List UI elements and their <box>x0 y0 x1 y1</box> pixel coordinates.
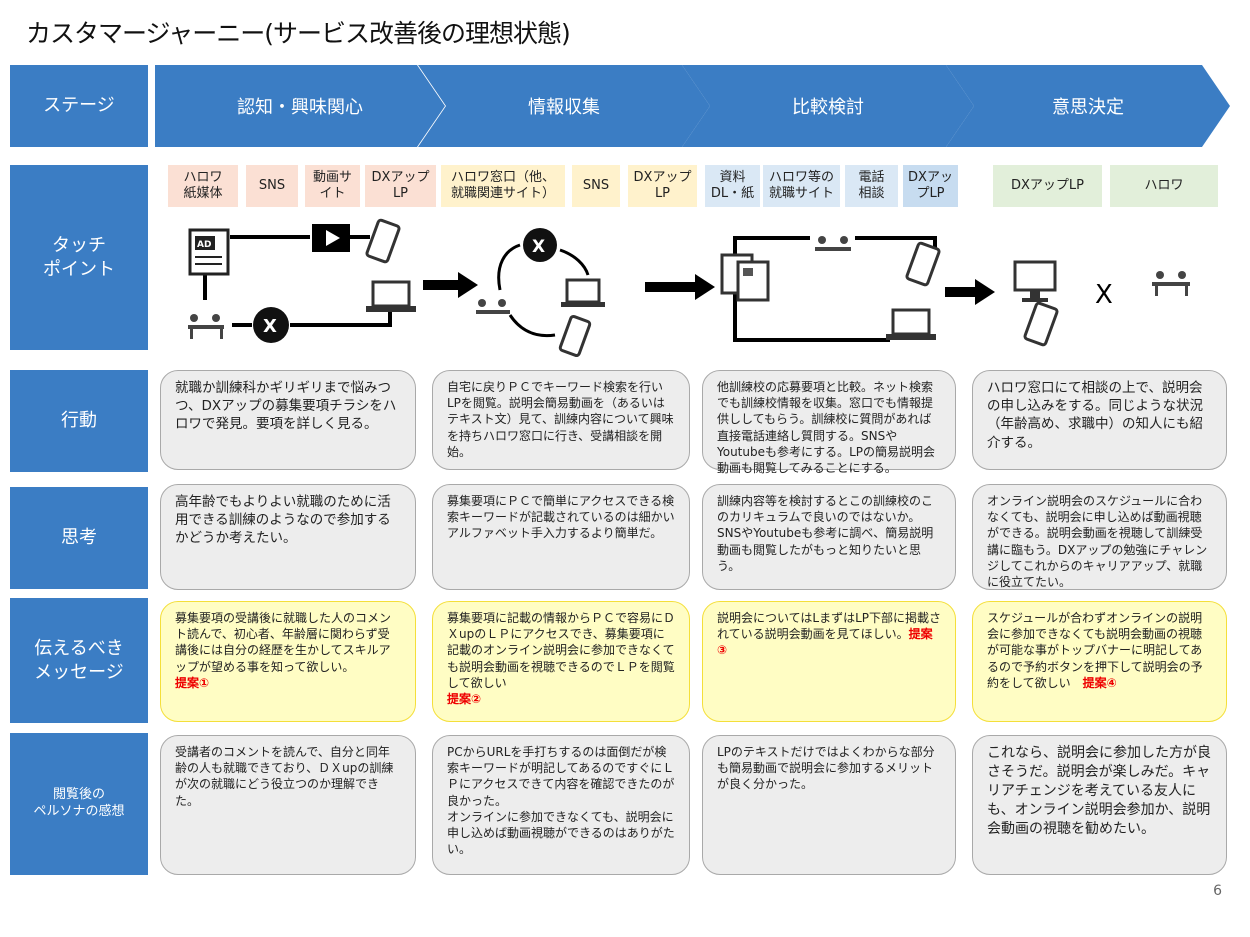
proposal-tag: 提案① <box>175 675 210 690</box>
svg-text:X: X <box>532 237 545 257</box>
row-label-thought: 思考 <box>10 487 148 589</box>
ad-flyer-icon: AD <box>188 228 230 276</box>
touchpoint-tag: ハロワ <box>1110 165 1218 207</box>
touchpoint-tag: DXアップ LP <box>365 165 436 207</box>
thought-card: オンライン説明会のスケジュールに合わなくても、説明会に申し込めば動画視聴ができる… <box>972 484 1227 590</box>
message-card: 説明会についてはLまずはLP下部に掲載されている説明会動画を見てほしい。提案③ <box>702 601 956 722</box>
action-card: 他訓練校の応募要項と比較。ネット検索でも訓練校情報を収集。窓口でも情報提供しして… <box>702 370 956 475</box>
proposal-tag: 提案④ <box>1082 675 1117 690</box>
row-label-action: 行動 <box>10 370 148 472</box>
message-text: スケジュールが合わずオンラインの説明会に参加できなくても説明会動画の視聴が可能な… <box>987 611 1203 690</box>
consultation-icon <box>188 314 224 339</box>
smartphone-icon <box>1023 301 1059 347</box>
action-card: 就職か訓練科かギリギリまで悩みつつ、DXアップの募集要項チラシをハロワで発見。要… <box>160 370 416 470</box>
touchpoint-tag: ハロワ 紙媒体 <box>168 165 238 207</box>
consultation-icon <box>815 236 851 251</box>
laptop-icon <box>886 308 936 340</box>
action-card: ハロワ窓口にて相談の上で、説明会の申し込みをする。同じような状況（年齢高め、求職… <box>972 370 1227 470</box>
touchpoint-tag: 資料 DL・紙 <box>705 165 760 207</box>
stage-label: 意思決定 <box>1052 97 1124 118</box>
touchpoint-tag: SNS <box>246 165 298 207</box>
row-label-message: 伝えるべき メッセージ <box>10 598 148 723</box>
proposal-tag: 提案② <box>447 691 482 706</box>
message-card: スケジュールが合わずオンラインの説明会に参加できなくても説明会動画の視聴が可能な… <box>972 601 1227 722</box>
touchpoint-tag: 動画サ イト <box>305 165 360 207</box>
consultation-icon <box>1152 271 1190 296</box>
touchpoint-tag: DXアップLP <box>993 165 1102 207</box>
laptop-icon <box>561 278 605 307</box>
row-label-impression: 閲覧後の ペルソナの感想 <box>10 733 148 875</box>
message-text: 説明会についてはLまずはLP下部に掲載されている説明会動画を見てほしい。 <box>717 611 942 642</box>
impression-card: PCからURLを手打ちするのは面倒だが検索キーワードが明記してあるのですぐにＬＰ… <box>432 735 690 875</box>
times-icon: X <box>1095 280 1113 310</box>
laptop-icon <box>366 280 416 312</box>
impression-card: これなら、説明会に参加した方が良さそうだ。説明会が楽しみだ。キャリアチェンジを考… <box>972 735 1227 875</box>
video-play-icon <box>312 224 350 252</box>
stage-decision: 意思決定 <box>946 65 1230 147</box>
smartphone-icon <box>558 315 592 357</box>
stage-awareness: 認知・興味関心 <box>155 65 445 147</box>
x-logo-icon: X <box>523 228 557 262</box>
stage-label: 情報収集 <box>528 97 600 118</box>
stage-comparison: 比較検討 <box>682 65 974 147</box>
message-text: 募集要項に記載の情報からＰＣで容易にＤＸupのＬＰにアクセスでき、募集要項に記載… <box>447 611 676 690</box>
svg-text:X: X <box>263 316 277 337</box>
touchpoint-tag: SNS <box>572 165 620 207</box>
desktop-monitor-icon <box>1013 260 1057 302</box>
consultation-icon <box>476 299 510 314</box>
row-label-touchpoint: タッチ ポイント <box>10 165 148 350</box>
touchpoint-tag: ハロワ等の 就職サイト <box>763 165 840 207</box>
message-card: 募集要項の受講後に就職した人のコメント読んで、初心者、年齢層に関わらず受講後には… <box>160 601 416 722</box>
stage-label: 比較検討 <box>792 97 864 118</box>
touchpoint-tag: DXアッ プLP <box>903 165 958 207</box>
row-label-stage: ステージ <box>10 65 148 147</box>
svg-text:AD: AD <box>197 240 211 250</box>
thought-card: 訓練内容等を検討するとこの訓練校のこのカリキュラムで良いのではないか。SNSやY… <box>702 484 956 590</box>
page-number: 6 <box>1213 883 1222 899</box>
proposal-tag: 提案③ <box>717 627 933 658</box>
impression-card: 受講者のコメントを読んで、自分と同年齢の人も就職できており、ＤＸupの訓練が次の… <box>160 735 416 875</box>
touchpoint-tag: 電話 相談 <box>845 165 898 207</box>
impression-card: LPのテキストだけではよくわからな部分も簡易動画で説明会に参加するメリットが良く… <box>702 735 956 875</box>
thought-card: 募集要項にＰＣで簡単にアクセスできる検索キーワードが記載されているのは細かいアル… <box>432 484 690 590</box>
page-title: カスタマージャーニー(サービス改善後の理想状態) <box>26 19 571 48</box>
stage-label: 認知・興味関心 <box>237 97 363 118</box>
smartphone-icon <box>365 218 401 264</box>
message-text: 募集要項の受講後に就職した人のコメント読んで、初心者、年齢層に関わらず受講後には… <box>175 611 392 674</box>
smartphone-icon <box>905 241 941 287</box>
message-card: 募集要項に記載の情報からＰＣで容易にＤＸupのＬＰにアクセスでき、募集要項に記載… <box>432 601 690 722</box>
touchpoint-tag: DXアップ LP <box>628 165 697 207</box>
action-card: 自宅に戻りＰＣでキーワード検索を行いLPを閲覧。説明会簡易動画を（あるいはテキス… <box>432 370 690 470</box>
touchpoint-tag: ハロワ窓口（他、 就職関連サイト） <box>441 165 565 207</box>
thought-card: 高年齢でもよりよい就職のために活用できる訓練のようなので参加するかどうか考えたい… <box>160 484 416 590</box>
document-icon <box>720 253 770 302</box>
x-logo-icon: X <box>253 307 289 343</box>
stage-info-gathering: 情報収集 <box>418 65 710 147</box>
